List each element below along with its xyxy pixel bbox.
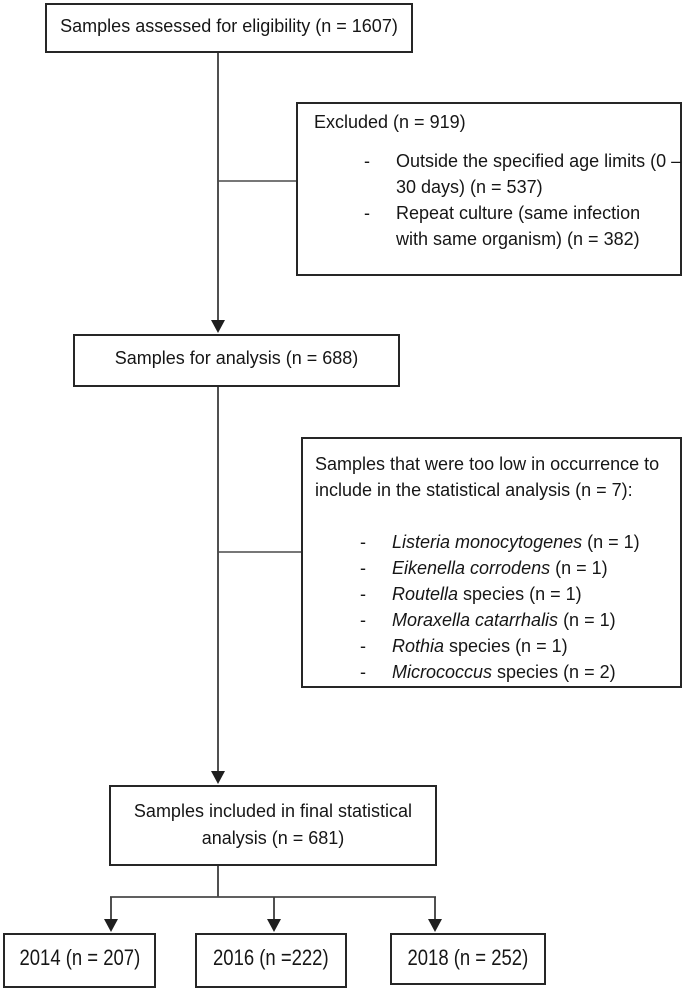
year-2016-label: 2016 (n =222) — [213, 945, 329, 970]
year-box-2014: 2014 (n = 207) — [3, 933, 156, 988]
species-name: Routella — [392, 584, 459, 604]
species-name: Moraxella catarrhalis — [392, 610, 559, 630]
list-item: - Outside the specified age limits (0 – … — [364, 148, 681, 200]
excluded-title: Excluded (n = 919) — [314, 112, 466, 132]
final-analysis-box: Samples included in final statistical an… — [109, 785, 437, 866]
excluded-item-line: with same organism) (n = 382) — [396, 229, 640, 249]
species-list: - Listeria monocytogenes (n = 1) - Eiken… — [315, 529, 672, 685]
list-item: - Moraxella catarrhalis (n = 1) — [360, 607, 672, 633]
list-item: - Routella species (n = 1) — [360, 581, 672, 607]
excluded-item-line: Outside the specified age limits (0 – — [396, 151, 682, 171]
bullet-dash: - — [364, 203, 370, 223]
list-item: - Rothia species (n = 1) — [360, 633, 672, 659]
species-count: species (n = 1) — [444, 636, 568, 656]
analysis-box: Samples for analysis (n = 688) — [73, 334, 400, 387]
species-count: (n = 1) — [582, 532, 640, 552]
year-2018-label: 2018 (n = 252) — [407, 945, 529, 970]
year-box-2016: 2016 (n =222) — [195, 933, 347, 988]
eligibility-box: Samples assessed for eligibility (n = 16… — [45, 3, 413, 53]
bullet-dash: - — [360, 610, 366, 630]
year-box-2018: 2018 (n = 252) — [390, 933, 546, 985]
species-name: Micrococcus — [392, 662, 493, 682]
species-count: species (n = 2) — [492, 662, 616, 682]
arrow-down-icon — [428, 919, 442, 932]
arrow-down-icon — [267, 919, 281, 932]
excluded-item-line: 30 days) (n = 537) — [396, 177, 543, 197]
final-analysis-line: analysis (n = 681) — [201, 828, 345, 848]
list-item: - Eikenella corrodens (n = 1) — [360, 555, 672, 581]
species-title-line: Samples that were too low in occurrence … — [315, 454, 660, 474]
bullet-dash: - — [364, 151, 370, 171]
bullet-dash: - — [360, 636, 366, 656]
excluded-box: Excluded (n = 919) - Outside the specifi… — [296, 102, 682, 276]
arrow-down-icon — [104, 919, 118, 932]
bullet-dash: - — [360, 532, 366, 552]
arrow-down-icon — [211, 320, 225, 333]
list-item: - Repeat culture (same infection with sa… — [364, 200, 670, 252]
excluded-item-line: Repeat culture (same infection — [396, 203, 641, 223]
species-count: (n = 1) — [550, 558, 608, 578]
list-item: - Micrococcus species (n = 2) — [360, 659, 672, 685]
species-box: Samples that were too low in occurrence … — [301, 437, 682, 688]
analysis-label: Samples for analysis (n = 688) — [114, 348, 359, 368]
excluded-list: - Outside the specified age limits (0 – … — [314, 148, 681, 252]
species-title-line: include in the statistical analysis (n =… — [315, 480, 633, 500]
species-name: Listeria monocytogenes — [392, 532, 583, 552]
bullet-dash: - — [360, 558, 366, 578]
bullet-dash: - — [360, 584, 366, 604]
eligibility-label: Samples assessed for eligibility (n = 16… — [60, 16, 398, 36]
species-count: species (n = 1) — [458, 584, 582, 604]
bullet-dash: - — [360, 662, 366, 682]
species-name: Eikenella corrodens — [392, 558, 551, 578]
arrow-down-icon — [211, 771, 225, 784]
list-item: - Listeria monocytogenes (n = 1) — [360, 529, 672, 555]
species-count: (n = 1) — [558, 610, 616, 630]
year-2014-label: 2014 (n = 207) — [19, 945, 140, 970]
final-analysis-line: Samples included in final statistical — [133, 801, 413, 821]
species-name: Rothia — [392, 636, 445, 656]
